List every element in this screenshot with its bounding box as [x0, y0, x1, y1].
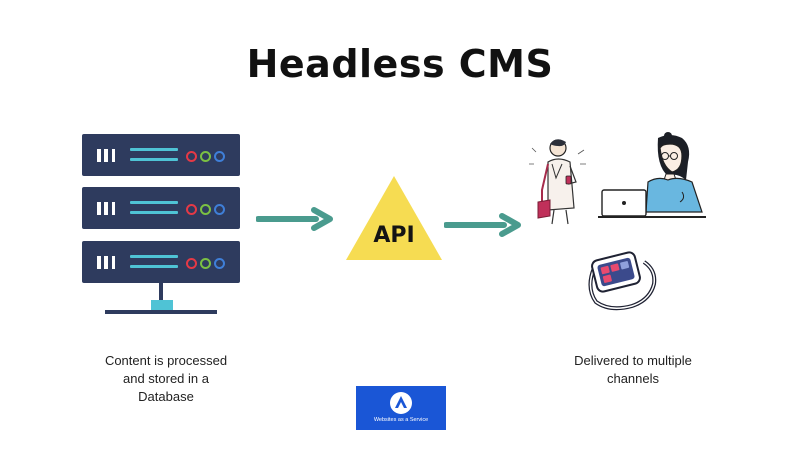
caption-line: Database: [138, 389, 194, 404]
server-lines: [130, 201, 180, 215]
server-unit: [82, 241, 240, 283]
server-lines: [130, 255, 180, 269]
network-stem: [159, 283, 163, 301]
status-dot-green: [200, 258, 211, 269]
status-dot-blue: [214, 258, 225, 269]
waas-logo-icon: [390, 392, 412, 414]
status-dot-red: [186, 151, 197, 162]
server-bars: [97, 202, 115, 215]
caption-line: Delivered to multiple: [574, 353, 692, 368]
smartwatch-icon: [588, 251, 657, 311]
woman-with-phone-icon: [529, 139, 586, 225]
status-dot-green: [200, 151, 211, 162]
status-dot-blue: [214, 204, 225, 215]
caption-line: and stored in a: [122, 371, 209, 386]
status-dot-blue: [214, 151, 225, 162]
caption-line: channels: [606, 371, 660, 386]
arrow-database-to-api: [256, 207, 333, 231]
network-connector: [151, 300, 173, 312]
caption-line: Content is processed: [104, 353, 228, 368]
server-unit: [82, 134, 240, 176]
server-bars: [97, 256, 115, 269]
arrow-api-to-channels: [444, 213, 521, 237]
api-label: API: [373, 223, 415, 248]
status-dot-green: [200, 204, 211, 215]
diagram-title: Headless CMS: [246, 42, 554, 86]
server-lines: [130, 148, 180, 162]
waas-logo-badge: Websites as a Service: [356, 386, 446, 430]
status-dot-red: [186, 258, 197, 269]
database-server-icon: [82, 134, 240, 318]
channels-caption: Delivered to multiple channels: [548, 352, 718, 388]
server-bars: [97, 149, 115, 162]
network-base-line: [105, 310, 217, 314]
woman-with-laptop-icon: [598, 132, 706, 218]
api-triangle-icon: [346, 176, 442, 260]
status-dot-red: [186, 204, 197, 215]
api-node: API: [346, 176, 442, 260]
logo-text: Websites as a Service: [373, 417, 429, 423]
database-caption: Content is processed and stored in a Dat…: [86, 352, 246, 406]
server-unit: [82, 187, 240, 229]
